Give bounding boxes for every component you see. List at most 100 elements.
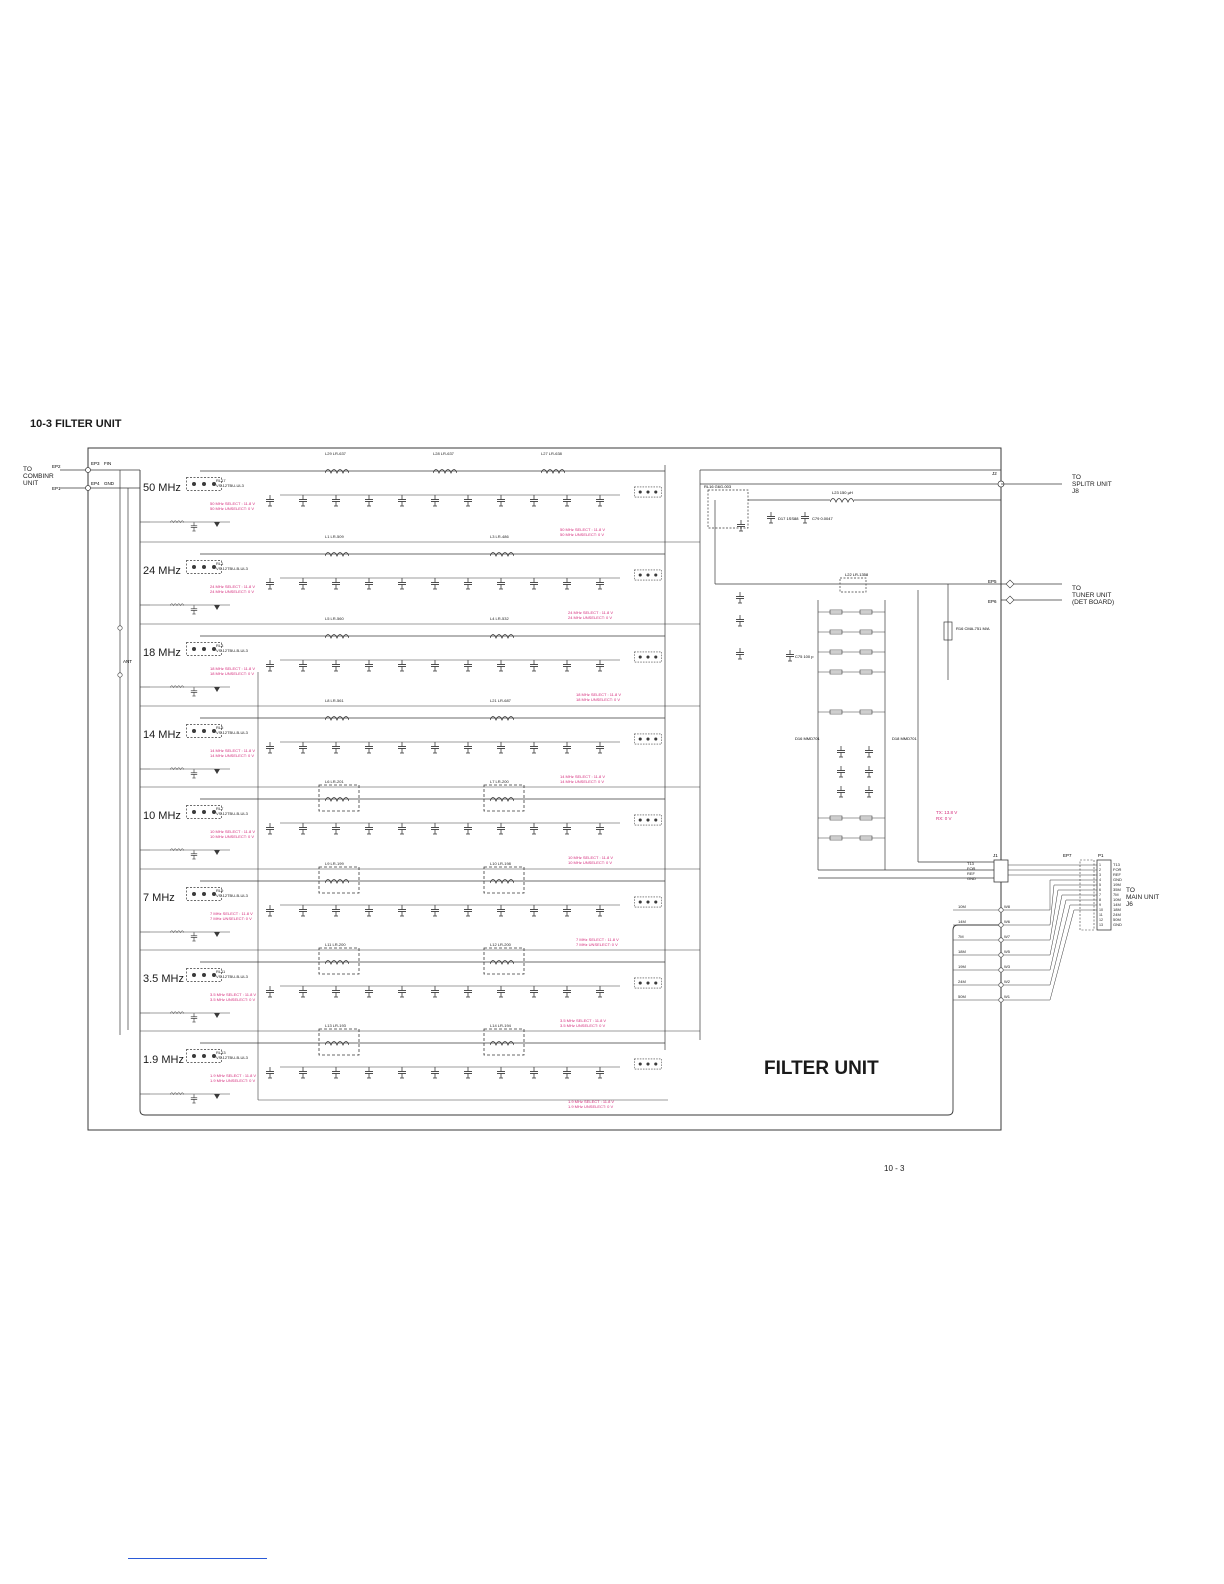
capacitor xyxy=(595,660,605,672)
capacitor xyxy=(864,766,874,778)
relay-part-label: VS-12TBU-B-UL3 xyxy=(216,974,249,979)
svg-text:MAIN UNIT: MAIN UNIT xyxy=(1126,894,1159,901)
p1-pin-number: 11 xyxy=(1099,913,1103,917)
capacitor xyxy=(331,578,341,590)
capacitor xyxy=(496,742,506,754)
jumper-pad xyxy=(998,982,1004,988)
capacitor xyxy=(298,660,308,672)
choke xyxy=(170,930,184,934)
coil-label: L5 LR-560 xyxy=(325,616,344,621)
diode xyxy=(214,687,220,692)
capacitor xyxy=(190,932,198,942)
capacitor xyxy=(595,1067,605,1079)
p1-pin-number: 2 xyxy=(1099,868,1101,872)
j2-label: J2 xyxy=(992,471,997,476)
capacitor xyxy=(265,660,275,672)
page-number: 10 - 3 xyxy=(884,1164,905,1173)
p1-pin-label: REF xyxy=(1113,872,1122,877)
capacitor xyxy=(430,986,440,998)
footer-rule xyxy=(128,1558,267,1559)
capacitor xyxy=(364,742,374,754)
coil-label: L10 LR-198 xyxy=(490,861,512,866)
band-label: 24 MHz xyxy=(143,565,181,577)
c75-label: C75 100 p xyxy=(795,654,814,659)
capacitor xyxy=(463,578,473,590)
relay-part-label: VS-12TBU-B-UL3 xyxy=(216,648,249,653)
coil-label: L4 LR-532 xyxy=(490,616,509,621)
capacitor xyxy=(190,850,198,860)
unselect-note: 24 MHz UNSELECT: 0 V xyxy=(210,589,254,594)
capacitor xyxy=(331,742,341,754)
capacitor xyxy=(595,823,605,835)
coil-shield xyxy=(318,866,360,894)
splitr-label: TO SPLITR UNIT J8 xyxy=(1072,474,1112,495)
p1-pin-number: 7 xyxy=(1099,893,1101,897)
capacitor xyxy=(190,1013,198,1023)
capacitor xyxy=(331,823,341,835)
relay-right xyxy=(634,569,662,581)
capacitor xyxy=(298,986,308,998)
choke xyxy=(170,1011,184,1015)
capacitor xyxy=(496,578,506,590)
capacitor xyxy=(430,578,440,590)
capacitor xyxy=(190,769,198,779)
ep1-label: EP1 xyxy=(52,486,61,491)
j1-pin-label: REF xyxy=(967,871,976,876)
capacitor xyxy=(265,986,275,998)
capacitor xyxy=(562,1067,572,1079)
unselect-note: 14 MHz UNSELECT: 0 V xyxy=(210,753,254,758)
l22-label: L22 LR-1358 xyxy=(845,572,869,577)
coil-label: L13 LR-193 xyxy=(325,1023,347,1028)
capacitor xyxy=(364,495,374,507)
capacitor xyxy=(430,905,440,917)
unselect-note: 50 MHz UNSELECT: 0 V xyxy=(210,506,254,511)
svg-text:TO: TO xyxy=(1072,474,1081,481)
rl16-label: RL16 G6G-003 xyxy=(704,484,732,489)
unselect-note-right: 24 MHz UNSELECT: 0 V xyxy=(568,615,612,620)
p1-pin-label: 24M xyxy=(1113,912,1121,917)
filter-unit-title: FILTER UNIT xyxy=(764,1058,879,1079)
p1-pin-label: 14M xyxy=(1113,902,1121,907)
relay-part-label: VS-12TBU-B-UL3 xyxy=(216,1055,249,1060)
ep6-label: EP6 xyxy=(988,599,997,604)
capacitor xyxy=(836,746,846,758)
coil-label: L8 LR-561 xyxy=(325,698,344,703)
capacitor xyxy=(298,1067,308,1079)
d16-label: D16 MMD701 xyxy=(795,736,820,741)
capacitor xyxy=(364,660,374,672)
coil-label: L6 LR-201 xyxy=(325,779,344,784)
capacitor xyxy=(496,823,506,835)
select-note-right: 7 MHz SELECT : 11.8 V xyxy=(576,937,619,942)
w-label: W1 xyxy=(1004,994,1011,999)
relay-part-label: VS-12TBU-B-UL3 xyxy=(216,730,249,735)
svg-text:TUNER UNIT: TUNER UNIT xyxy=(1072,592,1111,599)
w-label: W5 xyxy=(1004,949,1011,954)
p1-pin-number: 3 xyxy=(1099,873,1101,877)
capacitor xyxy=(430,495,440,507)
diode xyxy=(214,522,220,527)
capacitor xyxy=(298,905,308,917)
coil-label: L21 LR-687 xyxy=(490,698,512,703)
ep4-label: EP4 xyxy=(91,481,100,486)
svg-text:J8: J8 xyxy=(1072,488,1079,495)
capacitor xyxy=(397,742,407,754)
capacitor xyxy=(529,986,539,998)
capacitor xyxy=(529,1067,539,1079)
capacitor xyxy=(595,742,605,754)
capacitor xyxy=(265,742,275,754)
capacitor xyxy=(463,905,473,917)
r16-label: R16 CMA-751 M/A xyxy=(956,626,990,631)
main-label: TO MAIN UNIT J6 xyxy=(1126,887,1159,908)
p1-pin-number: 9 xyxy=(1099,903,1101,907)
p1-pin-label: GND xyxy=(1113,877,1122,882)
p1-pin-number: 5 xyxy=(1099,883,1101,887)
capacitor xyxy=(298,742,308,754)
diode xyxy=(214,932,220,937)
unselect-note-right: 50 MHz UNSELECT: 0 V xyxy=(560,532,604,537)
select-note: 18 MHz SELECT : 11.8 V xyxy=(210,666,255,671)
